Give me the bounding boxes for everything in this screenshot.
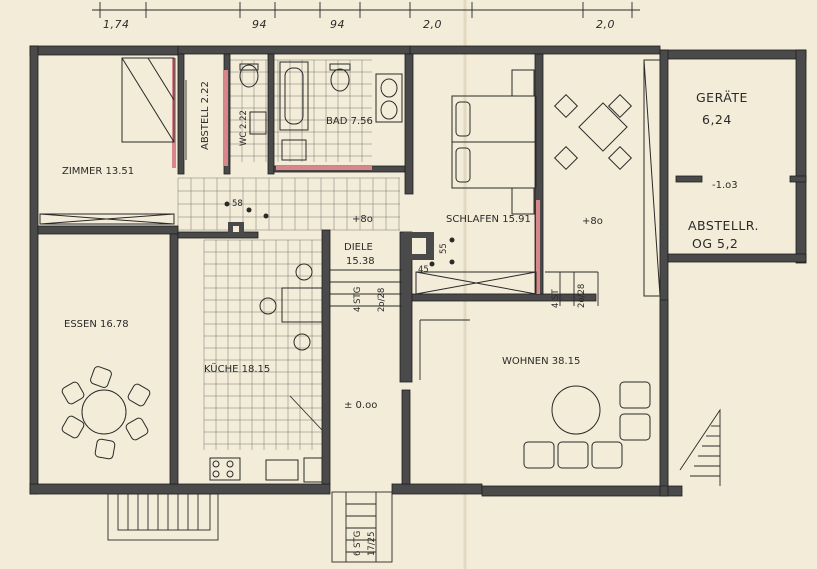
dimension-label: 2,0 <box>596 18 615 31</box>
level-label: -1.o3 <box>712 180 738 191</box>
dimension-label: 58 <box>232 199 243 209</box>
dimension-label: 55 <box>439 243 449 254</box>
dimension-chain: 1,74 94 94 2,0 2,0 <box>92 2 640 31</box>
diele-room: 58 55 45 +8o DIELE 15.38 4 STG 2o/28 ± 0… <box>224 199 455 431</box>
exterior-stair-right <box>679 408 721 486</box>
entrance-stair: 6 STG 17/25 <box>331 491 393 563</box>
dimension-label: 2,0 <box>423 18 442 31</box>
wohnen-room: WOHNEN 38.15 4 ST 2o/28 <box>419 271 669 487</box>
room-area-geraete: 6,24 <box>702 112 732 127</box>
room-label-abstellr: ABSTELLR. <box>688 218 759 233</box>
schlafen-room: SCHLAFEN 15.91 <box>415 69 537 295</box>
stair-label: 6 STG <box>353 531 363 556</box>
zimmer-room: ZIMMER 13.51 <box>39 57 175 225</box>
floor-tiles <box>177 59 400 450</box>
stair-label: 4 STG <box>353 287 363 312</box>
bad-room: BAD 7.56 <box>279 61 403 161</box>
stair-label: 2o/28 <box>577 284 587 308</box>
room-label-bad: BAD 7.56 <box>326 116 373 127</box>
stair-label: 4 ST <box>551 288 561 308</box>
room-label-geraete: GERÄTE <box>696 90 748 105</box>
dimension-label: 1,74 <box>103 18 130 31</box>
room-label-wohnen: WOHNEN 38.15 <box>502 356 580 367</box>
stair-label: 17/25 <box>367 532 377 557</box>
room-label-essen: ESSEN 16.78 <box>64 319 129 330</box>
level-label: +8o <box>582 216 603 227</box>
upper-right-room: +8o <box>553 59 661 297</box>
room-label-schlafen: SCHLAFEN 15.91 <box>446 214 531 225</box>
abstell-room: ABSTELL 2.22 <box>185 80 211 160</box>
terrace-steps <box>107 493 219 541</box>
level-label: +8o <box>352 214 373 225</box>
room-label-diele: DIELE <box>344 242 373 253</box>
walls <box>29 45 807 497</box>
dimension-label: 94 <box>330 18 345 31</box>
room-label-zimmer: ZIMMER 13.51 <box>62 166 134 177</box>
stair-label: 2o/28 <box>377 288 387 312</box>
wc-room: WC 2.22 <box>239 63 267 146</box>
room-label-kueche: KÜCHE 18.15 <box>204 362 270 375</box>
essen-room: ESSEN 16.78 <box>61 319 151 460</box>
dimension-label: 45 <box>418 265 429 275</box>
dimension-label: 94 <box>252 18 267 31</box>
room-area-diele: 15.38 <box>346 256 375 267</box>
abstellr-room: ABSTELLR. OG 5,2 <box>688 218 759 251</box>
geraete-room: GERÄTE 6,24 -1.o3 <box>696 90 748 191</box>
level-label: ± 0.oo <box>344 400 377 411</box>
kueche-room: KÜCHE 18.15 <box>204 263 323 483</box>
room-label-abstell: ABSTELL 2.22 <box>200 81 211 150</box>
room-area-abstellr: OG 5,2 <box>692 236 738 251</box>
room-label-wc: WC 2.22 <box>239 110 249 146</box>
